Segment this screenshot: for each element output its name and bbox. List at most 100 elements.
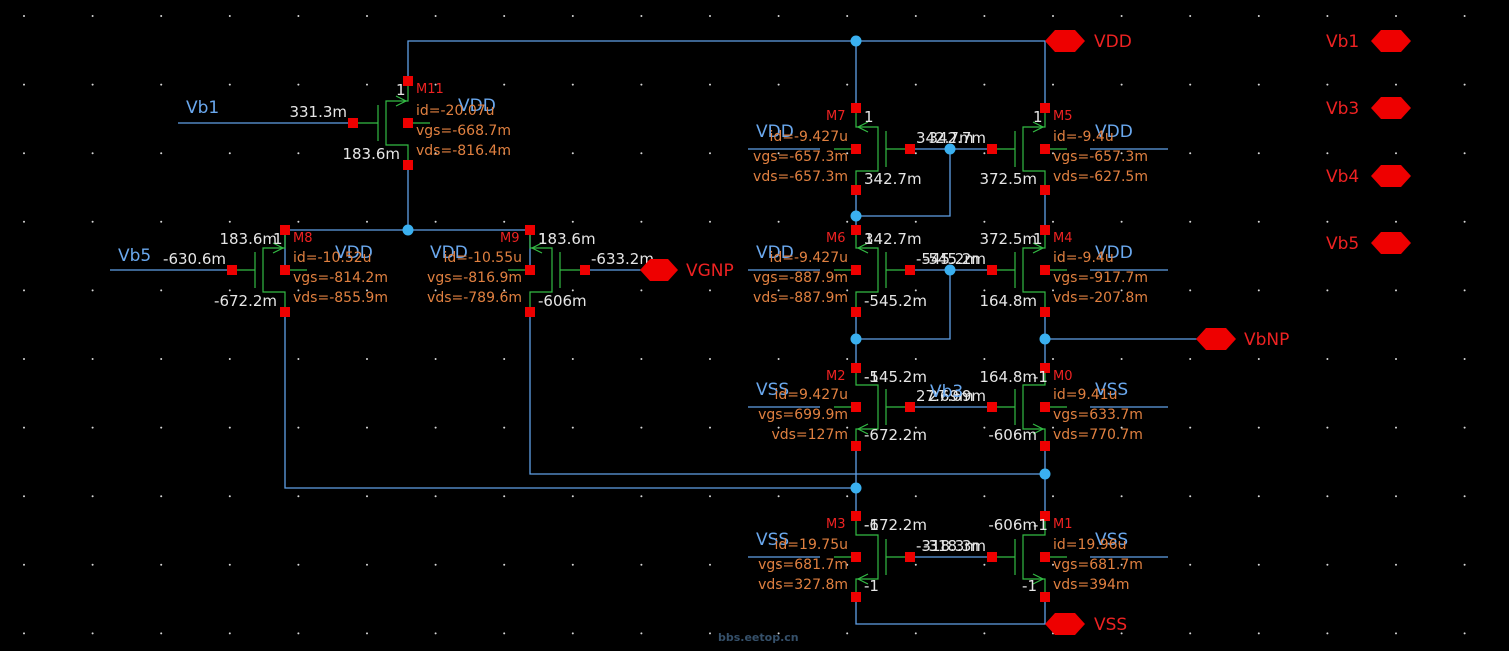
multiplier: 1 bbox=[1033, 230, 1043, 248]
net-label-vb3: Vb3 bbox=[930, 382, 963, 402]
param-vgs: vgs=-917.7m bbox=[1053, 270, 1148, 286]
bulk-net-label: VDD bbox=[430, 243, 468, 263]
drain-pin bbox=[525, 225, 535, 235]
bulk-pin bbox=[1040, 265, 1050, 275]
transistor-m3[interactable]: M3-1VSSid=19.75uvgs=681.7mvds=327.8m-672… bbox=[756, 511, 979, 602]
param-vgs: vgs=-657.3m bbox=[1053, 149, 1148, 165]
bulk-net-label: VSS bbox=[1095, 380, 1128, 400]
pin-vss-label: VSS bbox=[1094, 615, 1127, 635]
node-voltage-gate: -545.2m bbox=[916, 250, 979, 268]
device-name-m11: M11 bbox=[416, 82, 444, 97]
node-voltage-source: 342.7m bbox=[864, 170, 922, 188]
source-pin bbox=[403, 160, 413, 170]
param-id: id=-9.4u bbox=[1053, 250, 1114, 266]
drain-pin bbox=[851, 225, 861, 235]
source-pin bbox=[525, 307, 535, 317]
gate-pin bbox=[987, 402, 997, 412]
bulk-pin bbox=[280, 265, 290, 275]
drain-pin bbox=[1040, 363, 1050, 373]
param-id: id=19.96u bbox=[1053, 537, 1126, 553]
background-grid bbox=[23, 15, 1466, 635]
pin-vgnp-label: VGNP bbox=[686, 261, 734, 281]
legend-pin-vb4: Vb4 bbox=[1326, 167, 1359, 187]
param-vgs: vgs=-816.9m bbox=[427, 270, 522, 286]
gate-pin bbox=[905, 265, 915, 275]
param-vgs: vgs=-887.9m bbox=[753, 270, 848, 286]
node-voltage-source: 164.8m bbox=[979, 292, 1037, 310]
multiplier: 1 bbox=[864, 230, 874, 248]
pin-vgnp-shape bbox=[640, 259, 678, 281]
param-id: id=9.427u bbox=[775, 387, 848, 403]
bulk-net-label: VDD bbox=[1095, 243, 1133, 263]
gate-pin bbox=[348, 118, 358, 128]
node-voltage-gate: 27.69m bbox=[916, 387, 974, 405]
legend-pin-vb3-shape bbox=[1371, 97, 1411, 119]
pin-vss-shape bbox=[1045, 613, 1085, 635]
bulk-pin bbox=[851, 402, 861, 412]
transistor-m5[interactable]: M51VDDid=-9.4uvgs=-657.3mvds=-627.5m342.… bbox=[928, 103, 1148, 195]
bulk-pin bbox=[1040, 552, 1050, 562]
watermark: bbs.eetop.cn bbox=[718, 631, 799, 644]
transistor-m8[interactable]: M81VDDid=-10.52uvgs=-814.2mvds=-855.9m18… bbox=[163, 225, 388, 317]
bulk-pin bbox=[403, 118, 413, 128]
transistor-m11[interactable]: M111VDDid=-20.07uvgs=-668.7mvds=-816.4m3… bbox=[289, 76, 511, 170]
node-voltage-drain: 183.6m bbox=[219, 230, 277, 248]
node-voltage-drain: 372.5m bbox=[979, 230, 1037, 248]
param-vds: vds=770.7m bbox=[1053, 427, 1143, 443]
source-pin bbox=[851, 441, 861, 451]
net-labels: Vb1 Vb5 Vb3 bbox=[118, 98, 963, 402]
node-voltage-drain: -545.2m bbox=[864, 368, 927, 386]
bulk-net-label: VSS bbox=[756, 530, 789, 550]
pins[interactable]: VDD VSS VGNP VbNP Vb1 Vb3 Vb4 Vb5 bbox=[640, 30, 1411, 635]
node-voltage-drain: 342.7m bbox=[864, 230, 922, 248]
transistor-m1[interactable]: M1-1VSSid=19.96uvgs=681.7mvds=394m-606m-… bbox=[923, 511, 1143, 602]
multiplier: -1 bbox=[864, 368, 879, 386]
node-voltage-drain: -606m bbox=[988, 516, 1037, 534]
node-voltage-source: 183.6m bbox=[342, 145, 400, 163]
param-id: id=-20.07u bbox=[416, 103, 495, 119]
bulk-pin bbox=[851, 144, 861, 154]
multiplier: -1 bbox=[1033, 368, 1048, 386]
node-voltage-gate: 331.3m bbox=[289, 103, 347, 121]
transistor-m4[interactable]: M41VDDid=-9.4uvgs=-917.7mvds=-207.8m372.… bbox=[923, 225, 1148, 317]
device-name-m7: M7 bbox=[826, 109, 846, 124]
device-name-m5: M5 bbox=[1053, 109, 1073, 124]
param-vgs: vgs=681.7m bbox=[758, 557, 848, 573]
param-vds: vds=394m bbox=[1053, 577, 1130, 593]
transistor-m0[interactable]: M0-1VSSid=9.41uvgs=633.7mvds=770.7m164.8… bbox=[928, 363, 1143, 451]
bulk-net-label: VDD bbox=[1095, 122, 1133, 142]
source-pin bbox=[1040, 185, 1050, 195]
param-vgs: vgs=681.7m bbox=[1053, 557, 1143, 573]
param-vds: vds=-627.5m bbox=[1053, 169, 1148, 185]
multiplier: -1 bbox=[1033, 516, 1048, 534]
node-voltage-source: -1 bbox=[864, 577, 879, 595]
node-voltage-source: -672.2m bbox=[214, 292, 277, 310]
drain-pin bbox=[851, 103, 861, 113]
param-id: id=9.41u bbox=[1053, 387, 1118, 403]
legend-pin-vb1-shape bbox=[1371, 30, 1411, 52]
legend-pin-vb4-shape bbox=[1371, 165, 1411, 187]
param-id: id=-9.427u bbox=[769, 250, 848, 266]
device-name-m0: M0 bbox=[1053, 369, 1073, 384]
node-voltage-drain: -672.2m bbox=[864, 516, 927, 534]
param-vds: vds=127m bbox=[771, 427, 848, 443]
gate-pin bbox=[905, 402, 915, 412]
transistor-m2[interactable]: M2-1VSSid=9.427uvgs=699.9mvds=127m-545.2… bbox=[756, 363, 974, 451]
source-pin bbox=[851, 307, 861, 317]
param-vds: vds=-789.6m bbox=[427, 290, 522, 306]
gate-pin bbox=[905, 552, 915, 562]
source-pin bbox=[1040, 592, 1050, 602]
gate-pin bbox=[905, 144, 915, 154]
bulk-net-label: VDD bbox=[335, 243, 373, 263]
param-vgs: vgs=633.7m bbox=[1053, 407, 1143, 423]
drain-pin bbox=[1040, 225, 1050, 235]
bulk-pin bbox=[851, 552, 861, 562]
gate-pin bbox=[987, 552, 997, 562]
gate-pin bbox=[580, 265, 590, 275]
legend-pin-vb1: Vb1 bbox=[1326, 32, 1359, 52]
param-vds: vds=-207.8m bbox=[1053, 290, 1148, 306]
